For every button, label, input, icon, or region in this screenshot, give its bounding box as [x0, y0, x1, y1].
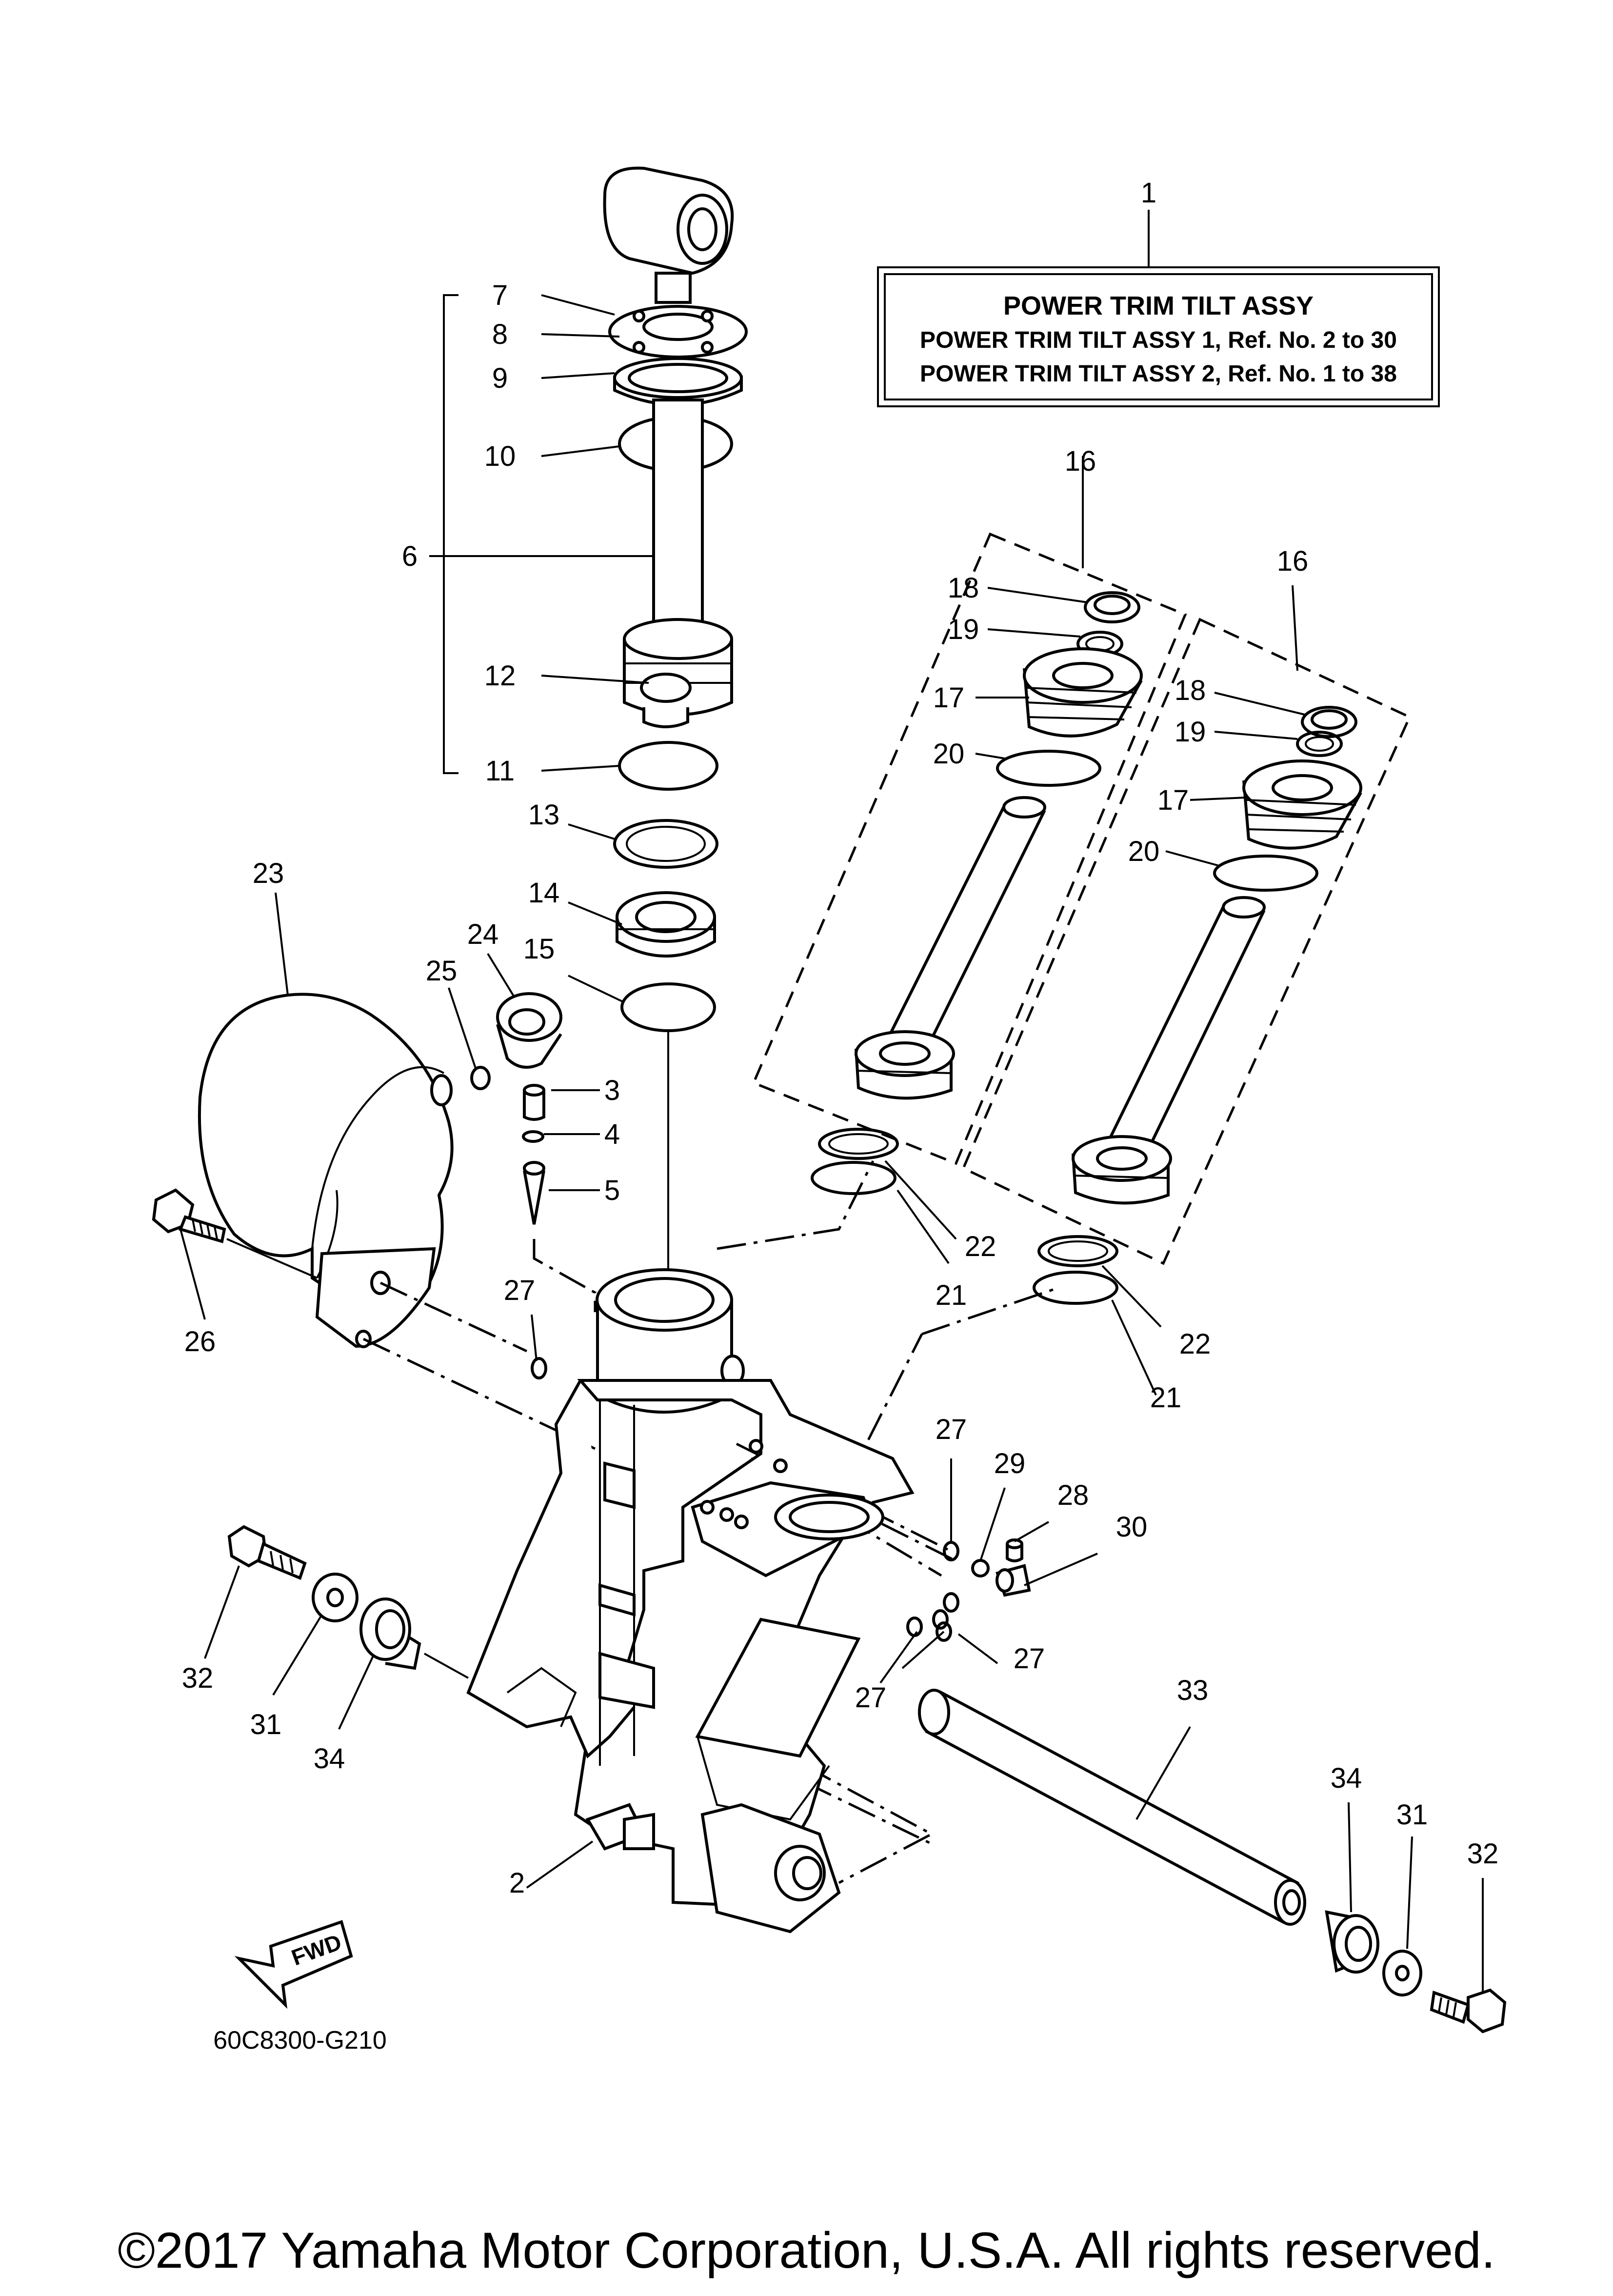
callout-17-left: 17: [933, 682, 965, 714]
cylinder-housing: [466, 1268, 915, 1934]
drawing-code: 60C8300-G210: [213, 2026, 387, 2055]
callout-21-right: 21: [1150, 1382, 1182, 1414]
fwd-arrow: FWD: [234, 1920, 353, 2009]
leader-lines: [179, 456, 1484, 1993]
callout-19-left: 19: [948, 614, 979, 645]
copyright-notice: ©2017 Yamaha Motor Corporation, U.S.A. A…: [118, 2222, 1495, 2279]
callout-16-right: 16: [1277, 545, 1309, 577]
callout-17-right: 17: [1157, 784, 1189, 816]
small-parts-3-4-5-24-25: [470, 992, 597, 1312]
callout-16-left: 16: [1065, 445, 1096, 477]
callout-19-right: 19: [1175, 716, 1206, 748]
callout-numbers: 1 2 3 4 5 6 7 8 9 10 11 12 13 14 15 16 1…: [182, 177, 1499, 1899]
callout-23: 23: [253, 858, 284, 889]
label-box-line2: POWER TRIM TILT ASSY 2, Ref. No. 1 to 38: [920, 361, 1397, 387]
bolt-26: [152, 1188, 318, 1279]
callout-12: 12: [484, 660, 516, 692]
callout-34-left: 34: [314, 1743, 345, 1775]
callout-28: 28: [1057, 1479, 1089, 1511]
dashed-group-16-left: [752, 532, 1187, 1165]
dashed-group-16-right: [961, 618, 1412, 1265]
callout-27-right: 27: [936, 1414, 967, 1445]
callout-5: 5: [604, 1175, 620, 1206]
valve-group-right: [1072, 706, 1362, 1205]
callout-20-right: 20: [1128, 836, 1160, 867]
callout-1: 1: [1141, 177, 1156, 209]
tilt-rod-assembly: [603, 166, 748, 1317]
callout-30: 30: [1116, 1511, 1148, 1543]
callout-15: 15: [523, 933, 555, 965]
small-parts-27-30: [531, 1357, 1031, 1642]
callout-31-left: 31: [250, 1709, 282, 1740]
shaft-parts-left: [227, 1525, 469, 1679]
callout-3: 3: [604, 1075, 620, 1106]
callout-24: 24: [467, 918, 499, 950]
callout-14: 14: [528, 877, 560, 909]
callout-21-left: 21: [936, 1279, 967, 1311]
label-box-title: POWER TRIM TILT ASSY: [1003, 291, 1314, 320]
callout-34-right: 34: [1331, 1762, 1362, 1794]
callout-22-right: 22: [1179, 1328, 1211, 1360]
valve-group-left: [855, 591, 1143, 1100]
callout-32-left: 32: [182, 1662, 214, 1694]
assembly-label-box: POWER TRIM TILT ASSY POWER TRIM TILT ASS…: [877, 210, 1440, 407]
callout-20-left: 20: [933, 738, 965, 770]
callout-26: 26: [184, 1326, 216, 1358]
shaft-parts-right: [918, 1689, 1507, 2034]
callout-10: 10: [484, 440, 516, 472]
callout-4: 4: [604, 1118, 620, 1150]
seal-rings-21-22: [811, 1128, 1118, 1305]
callout-22-left: 22: [965, 1231, 996, 1262]
callout-32-right: 32: [1467, 1838, 1499, 1870]
callout-8: 8: [492, 319, 508, 350]
reservoir-tank: [198, 993, 454, 1348]
callout-33: 33: [1177, 1675, 1209, 1706]
callout-11: 11: [485, 755, 515, 787]
label-box-line1: POWER TRIM TILT ASSY 1, Ref. No. 2 to 30: [920, 327, 1397, 353]
callout-2: 2: [509, 1867, 525, 1899]
callout-18-right: 18: [1175, 675, 1206, 706]
callout-7: 7: [492, 280, 508, 311]
callout-9: 9: [492, 362, 508, 394]
callout-29: 29: [994, 1448, 1026, 1479]
callout-6: 6: [402, 540, 418, 572]
callout-18-left: 18: [948, 572, 979, 604]
callout-27-lower-right: 27: [1014, 1643, 1045, 1675]
callout-27-lower: 27: [855, 1682, 887, 1714]
callout-27-upper: 27: [504, 1275, 536, 1306]
callout-25: 25: [426, 955, 458, 987]
callout-31-right: 31: [1396, 1799, 1428, 1831]
group-bracket-6: [429, 294, 654, 774]
callout-13: 13: [528, 799, 560, 831]
